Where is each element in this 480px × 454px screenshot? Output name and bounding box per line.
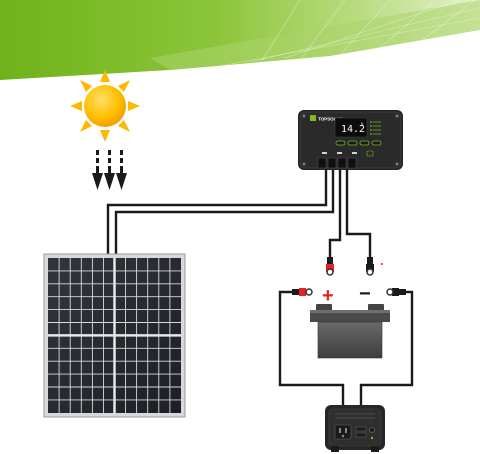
panel-to-controller-wires	[106, 170, 335, 255]
brand-logo-icon	[310, 115, 316, 121]
status-leds	[370, 121, 381, 135]
lcd-unit: V	[361, 122, 364, 127]
controller-ring-terminals	[326, 257, 383, 276]
battery-negative-label: −	[359, 283, 371, 305]
port-icons	[322, 150, 374, 157]
sunlight-arrows-icon	[92, 150, 127, 190]
charge-controller: TOPSOLAR 14.2 V	[298, 110, 403, 170]
control-buttons	[335, 140, 382, 146]
inverter	[325, 405, 385, 452]
battery-to-inverter-wires	[278, 290, 414, 405]
controller-brand: TOPSOLAR	[318, 117, 344, 122]
sun-icon	[70, 70, 140, 142]
lcd-screen	[334, 117, 368, 138]
top-banner	[0, 0, 480, 80]
power-switch-icon	[369, 427, 375, 433]
battery-ring-terminals	[292, 288, 406, 296]
power-led	[370, 436, 374, 440]
battery-positive-label: +	[322, 285, 334, 307]
solar-panel	[43, 253, 186, 418]
terminal-block	[317, 157, 357, 169]
outlet-icon	[334, 424, 352, 440]
controller-to-battery-wires	[328, 170, 372, 258]
battery	[310, 304, 390, 359]
lcd-voltage-reading: 14.2	[341, 124, 365, 135]
usb-port-icon	[355, 426, 367, 438]
